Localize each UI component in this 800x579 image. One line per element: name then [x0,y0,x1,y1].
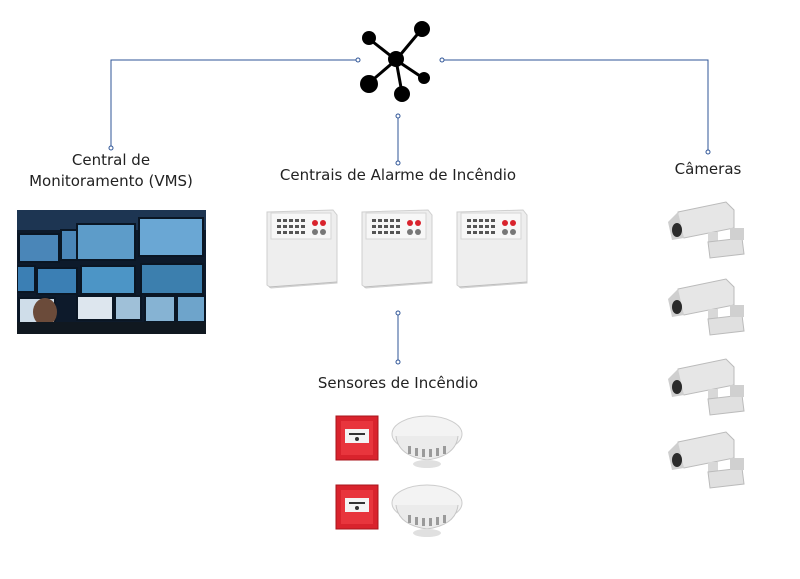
manual-call-point-2 [335,484,379,530]
connector-hub-to-cameras [442,59,709,152]
monitoring-room-photo [17,210,206,334]
smoke-detector-1 [391,415,463,468]
smoke-detector-2 [391,484,463,537]
security-camera-3 [668,358,745,416]
network-hub-icon [360,21,430,102]
vms-label-line2: Monitoramento (VMS) [29,172,193,190]
security-camera-1 [668,201,745,259]
fire-alarm-panel-3 [456,209,528,289]
security-camera-4 [668,431,745,489]
connector-hub-to-vms [110,59,358,148]
fire-alarm-panel-1 [266,209,338,289]
fire-panels-label: Centrais de Alarme de Incêndio [279,166,517,184]
cameras-label: Câmeras [674,160,742,178]
sensors-label: Sensores de Incêndio [317,374,479,392]
security-camera-2 [668,278,745,336]
vms-label: Central de Monitoramento (VMS) [11,150,211,192]
fire-alarm-panel-2 [361,209,433,289]
manual-call-point-1 [335,415,379,461]
vms-label-line1: Central de [71,151,151,169]
